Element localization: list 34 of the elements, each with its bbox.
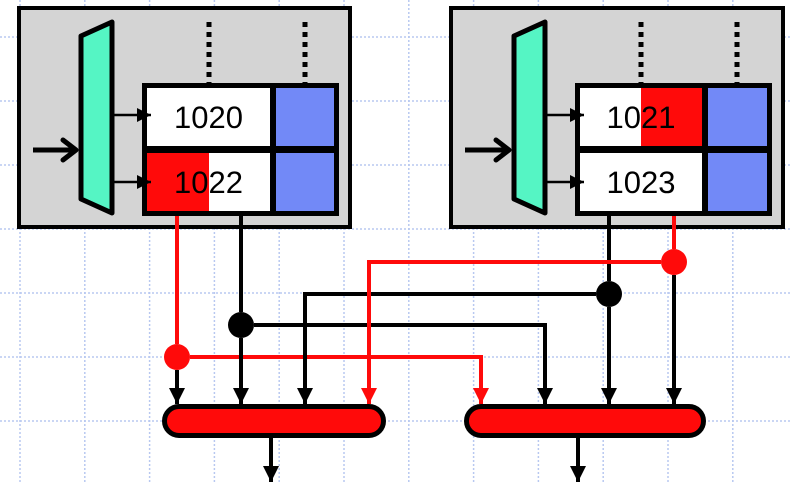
connector-arrow <box>263 438 279 482</box>
memory-cell <box>580 153 702 211</box>
connector-arrow <box>233 338 249 404</box>
connector-arrow <box>465 138 512 162</box>
connector-arrow <box>546 175 584 189</box>
junction-dot <box>228 312 254 338</box>
cell-value: 1023 <box>606 166 676 198</box>
connector-arrow <box>601 307 617 404</box>
junction-dot <box>596 281 622 307</box>
connector-arrow <box>113 108 151 122</box>
connector-arrow <box>297 292 596 404</box>
tag-cell <box>276 153 334 211</box>
pill-shape <box>464 404 706 438</box>
cell-value: 1020 <box>174 102 243 132</box>
connector-arrow <box>190 355 489 404</box>
junction-dot <box>164 344 190 370</box>
connector-arrow <box>546 108 584 122</box>
connector-arrow <box>33 138 78 162</box>
panel-background <box>449 6 785 229</box>
multiplexer-shape <box>511 20 548 215</box>
connector-arrow <box>169 370 185 404</box>
junction-dot <box>661 249 687 275</box>
connector-arrow <box>113 175 151 189</box>
connector-arrow <box>570 438 586 482</box>
tag-cell <box>708 153 767 211</box>
memory-cell <box>147 88 270 146</box>
multiplexer-shape <box>78 20 115 215</box>
connector-arrow <box>361 260 661 404</box>
panel-background <box>17 6 352 229</box>
connector-arrow <box>666 275 682 404</box>
connector-arrow <box>254 323 553 404</box>
tag-cell <box>708 88 767 146</box>
tag-cell <box>276 88 334 146</box>
pill-shape <box>162 404 386 438</box>
